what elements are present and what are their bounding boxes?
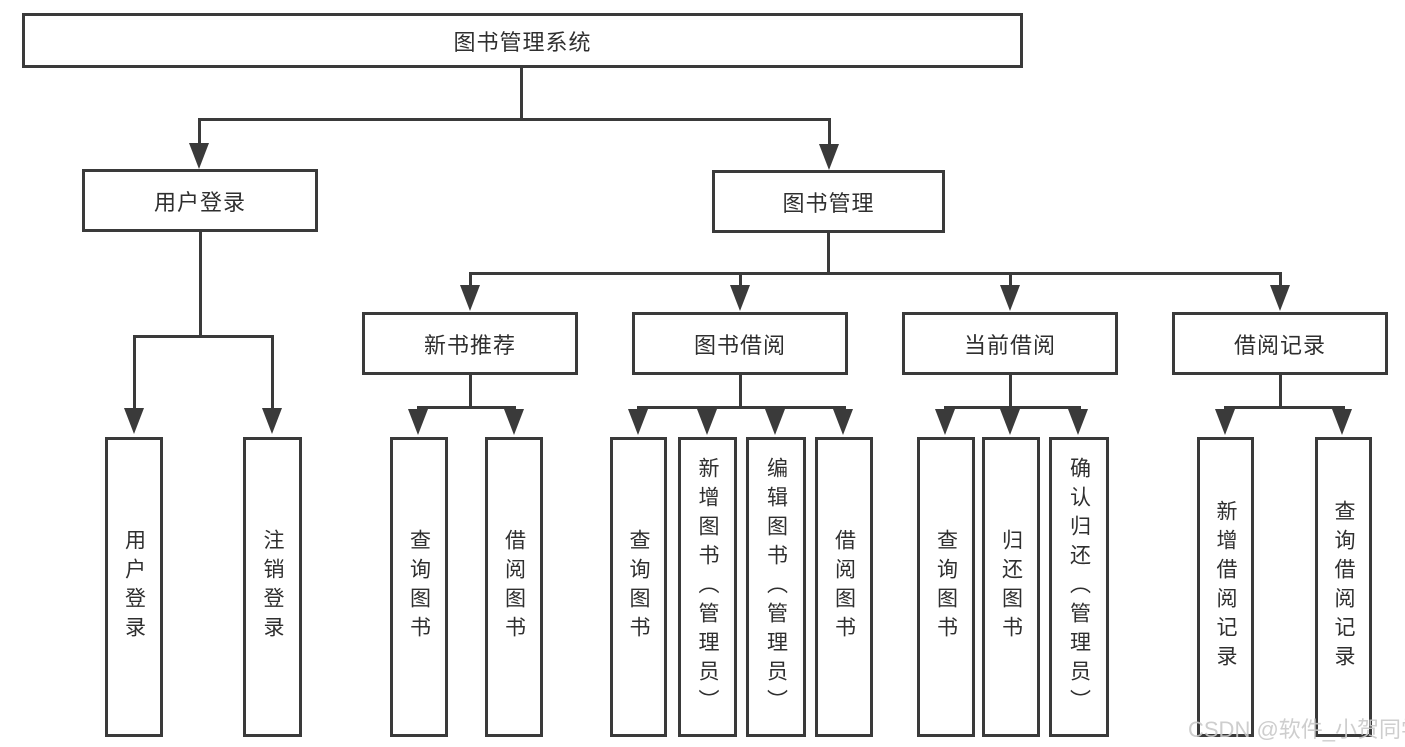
node-user-login-label: 用户登录 <box>153 189 246 215</box>
arrow-down-icon <box>628 409 648 435</box>
node-book-borrow-label: 图书借阅 <box>693 332 786 358</box>
node-book-management-label: 图书管理 <box>782 190 875 216</box>
leaf-recommend-query-books: 查询图书 <box>390 437 448 737</box>
connector-group-hline <box>417 406 516 409</box>
node-current-borrow: 当前借阅 <box>902 312 1118 375</box>
leaf-edit-books-admin: 编辑图书（管理员） <box>746 437 806 737</box>
node-root: 图书管理系统 <box>22 13 1023 68</box>
leaf-recommend-borrow-books: 借阅图书 <box>485 437 543 737</box>
node-book-management: 图书管理 <box>712 170 945 233</box>
connector-root-hline <box>198 118 831 121</box>
arrow-down-icon <box>1332 409 1352 435</box>
node-root-label: 图书管理系统 <box>453 29 592 55</box>
leaf-logout: 注销登录 <box>243 437 302 737</box>
arrow-down-icon <box>697 409 717 435</box>
connector-user-login-hline <box>133 335 274 338</box>
leaf-add-books-admin: 新增图书（管理员） <box>678 437 737 737</box>
leaf-add-books-admin-label: 新增图书（管理员） <box>696 456 719 718</box>
connector-group-stem <box>739 373 742 408</box>
leaf-current-query-books-label: 查询图书 <box>934 529 958 645</box>
connector-book-management-hline <box>469 272 1281 275</box>
leaf-user-login-label: 用户登录 <box>122 529 146 645</box>
connector-group-hline <box>944 406 1081 409</box>
node-new-book-recommend: 新书推荐 <box>362 312 578 375</box>
connector-group-stem <box>1009 373 1012 408</box>
node-borrow-records: 借阅记录 <box>1172 312 1388 375</box>
connector-to-group <box>469 272 472 287</box>
arrow-down-icon <box>765 409 785 435</box>
node-book-borrow: 图书借阅 <box>632 312 848 375</box>
arrow-down-icon <box>833 409 853 435</box>
connector-group-hline <box>1224 406 1345 409</box>
connector-group-stem <box>469 373 472 408</box>
leaf-query-borrow-record-label: 查询借阅记录 <box>1332 500 1355 674</box>
leaf-current-query-books: 查询图书 <box>917 437 975 737</box>
leaf-recommend-query-books-label: 查询图书 <box>407 529 431 645</box>
connector-to-book-management <box>828 118 831 146</box>
connector-to-group <box>739 272 742 287</box>
node-borrow-records-label: 借阅记录 <box>1233 332 1326 358</box>
leaf-borrow-books-label: 借阅图书 <box>832 529 856 645</box>
arrow-down-icon <box>189 143 209 169</box>
leaf-query-borrow-record: 查询借阅记录 <box>1315 437 1372 737</box>
arrow-down-icon <box>1000 285 1020 311</box>
leaf-edit-books-admin-label: 编辑图书（管理员） <box>764 456 788 718</box>
connector-user-login-stem <box>199 230 202 337</box>
leaf-confirm-return-admin: 确认归还（管理员） <box>1049 437 1109 737</box>
arrow-down-icon <box>1000 409 1020 435</box>
connector-to-group <box>1279 272 1282 287</box>
leaf-borrow-query-books: 查询图书 <box>610 437 667 737</box>
leaf-confirm-return-admin-label: 确认归还（管理员） <box>1067 456 1091 718</box>
connector-to-group <box>1009 272 1012 287</box>
leaf-borrow-query-books-label: 查询图书 <box>627 529 650 645</box>
node-new-book-recommend-label: 新书推荐 <box>423 332 516 358</box>
arrow-down-icon <box>730 285 750 311</box>
connector-group-stem <box>1279 373 1282 408</box>
node-user-login: 用户登录 <box>82 169 318 232</box>
arrow-down-icon <box>460 285 480 311</box>
arrow-down-icon <box>1270 285 1290 311</box>
arrow-down-icon <box>262 408 282 434</box>
leaf-return-books: 归还图书 <box>982 437 1040 737</box>
arrow-down-icon <box>819 144 839 170</box>
csdn-watermark: CSDN @软件_小贺同学 <box>1188 717 1405 742</box>
connector-group-hline <box>637 406 846 409</box>
leaf-borrow-books: 借阅图书 <box>815 437 873 737</box>
connector-to-user-login <box>198 118 201 146</box>
arrow-down-icon <box>935 409 955 435</box>
arrow-down-icon <box>504 409 524 435</box>
connector-book-management-stem <box>827 231 830 275</box>
leaf-recommend-borrow-books-label: 借阅图书 <box>502 529 526 645</box>
leaf-user-login: 用户登录 <box>105 437 163 737</box>
arrow-down-icon <box>1215 409 1235 435</box>
arrow-down-icon <box>1068 409 1088 435</box>
arrow-down-icon <box>408 409 428 435</box>
leaf-add-borrow-record: 新增借阅记录 <box>1197 437 1254 737</box>
leaf-return-books-label: 归还图书 <box>999 529 1023 645</box>
node-current-borrow-label: 当前借阅 <box>963 332 1056 358</box>
leaf-add-borrow-record-label: 新增借阅记录 <box>1214 500 1237 674</box>
connector-leaf-stem <box>271 335 274 410</box>
arrow-down-icon <box>124 408 144 434</box>
connector-leaf-stem <box>133 335 136 410</box>
leaf-logout-label: 注销登录 <box>261 529 284 645</box>
connector-root-stem <box>520 66 523 119</box>
